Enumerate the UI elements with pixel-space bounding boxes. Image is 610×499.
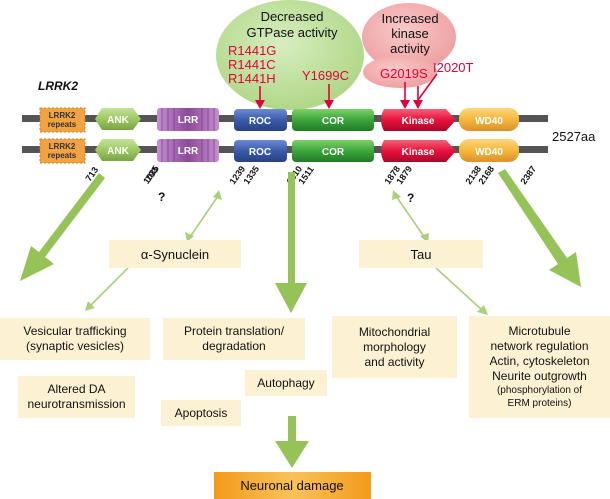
- lrr-stripes-1: [161, 108, 215, 131]
- kinase-bubble-bottom-shape: [363, 56, 437, 88]
- kinase-bubble-top-shape: [362, 3, 456, 71]
- kinase-bubble-line-1: Increased: [381, 11, 438, 26]
- cor-label-1: COR: [322, 116, 345, 127]
- repeats-label-2a: LRRK2: [49, 142, 76, 151]
- arrow-damage: [275, 416, 309, 468]
- pathway-arrows: [20, 169, 581, 468]
- da-line-1: Altered DA: [47, 382, 106, 396]
- thin-pathway-arrows: [85, 267, 488, 315]
- neuronal-damage-label: Neuronal damage: [240, 478, 343, 493]
- mito-line-3: and activity: [364, 354, 425, 369]
- ank-domain-1: [95, 108, 141, 130]
- kinase-label-1: Kinase: [402, 116, 435, 127]
- micro-line-2: network regulation: [490, 339, 589, 353]
- repeats-domain-1: [39, 107, 86, 133]
- mutation-cor: Y1699C: [302, 68, 349, 83]
- gtpase-bubble-shape: [216, 0, 364, 110]
- repeats-label-1a: LRRK2: [49, 111, 76, 120]
- ank-label-2: ANK: [107, 146, 129, 157]
- domain-row-2: LRRK2 repeats ANK LRR ROC COR Kinase WD4…: [39, 138, 519, 164]
- mutation-roc-2: R1441C: [228, 57, 276, 72]
- mutation-roc-3: R1441H: [228, 71, 276, 86]
- tau-label: Tau: [410, 246, 432, 262]
- apoptosis-label: Apoptosis: [174, 405, 228, 420]
- roc-domain-2: [234, 140, 287, 162]
- synuclein-label: α-Synuclein: [140, 246, 210, 262]
- lrr-stripes-2: [161, 139, 215, 162]
- arrow-right-big: [498, 169, 581, 287]
- protein-name: LRRK2: [38, 79, 78, 93]
- kinase-bubble-line-2: kinase: [391, 26, 429, 41]
- interaction-arrows: [185, 190, 429, 243]
- cor-label-2: COR: [322, 147, 345, 158]
- arrow-left-big: [20, 173, 105, 281]
- kinase-bubble-line-3: activity: [390, 41, 430, 56]
- roc-label-2: ROC: [249, 147, 271, 158]
- micro-line-3: Actin, cytoskeleton: [489, 354, 590, 368]
- autophagy-box: Autophagy: [245, 370, 327, 396]
- mutation-kinase-2: I2020T: [433, 60, 474, 75]
- vesicular-line-2: (synaptic vesicles): [25, 339, 125, 353]
- repeats-domain-2: [39, 138, 86, 164]
- repeats-label-1b: repeats: [48, 120, 77, 129]
- kinase-domain-2: [381, 140, 456, 162]
- lrr-domain-1: [157, 108, 219, 131]
- cor-domain-2: [292, 140, 374, 162]
- repeats-label-2b: repeats: [48, 151, 77, 160]
- mutation-arrows: [255, 73, 438, 109]
- neuronal-damage-box: [214, 472, 371, 499]
- roc-domain-1: [234, 109, 287, 131]
- protein-line-2: degradation: [202, 339, 266, 353]
- wd40-label-2: WD40: [475, 147, 503, 158]
- apoptosis-box: Apoptosis: [161, 400, 241, 426]
- ank-domain-2: [95, 139, 141, 161]
- vesicular-box: Vesicular trafficking (synaptic vesicles…: [0, 318, 150, 360]
- pos-1035: 1035: [141, 164, 161, 186]
- wd40-domain-2: [459, 139, 519, 162]
- lrr-label-2: LRR: [178, 146, 199, 157]
- mutation-kinase-1: G2019S: [380, 66, 428, 81]
- vesicular-line-1: Vesicular trafficking: [23, 324, 127, 338]
- domain-row-1: LRRK2 repeats ANK LRR ROC COR Kinase WD4…: [39, 107, 519, 133]
- wd40-domain-1: [459, 108, 519, 131]
- lrr-label-1: LRR: [178, 115, 199, 126]
- wd40-label-1: WD40: [475, 116, 503, 127]
- lrr-domain-2: [157, 139, 219, 162]
- synuclein-box: α-Synuclein: [109, 240, 241, 268]
- da-line-2: neurotransmission: [27, 397, 126, 411]
- question-mark-right: ?: [407, 191, 414, 205]
- micro-line-5: (phosphorylation of: [496, 385, 583, 396]
- arrow-center-big: [275, 172, 307, 313]
- micro-line-1: Microtubule: [508, 324, 571, 338]
- pos-2387: 2387: [518, 164, 538, 186]
- tau-box: Tau: [359, 240, 483, 268]
- da-box: Altered DA neurotransmission: [18, 376, 135, 418]
- position-labels: 713 793 1035 1239 1335 1510 1511 1878 18…: [83, 164, 538, 186]
- protein-box: Protein translation/ degradation: [163, 318, 305, 360]
- question-mark-left: ?: [158, 190, 165, 204]
- mutation-roc-1: R1441G: [228, 43, 276, 58]
- micro-line-6: ERM proteins): [507, 398, 572, 409]
- autophagy-label: Autophagy: [257, 375, 315, 390]
- length-label: 2527aa: [552, 129, 596, 144]
- gtpase-bubble-line-1: Decreased: [261, 9, 324, 24]
- gtpase-bubble-line-2: GTPase activity: [246, 25, 338, 40]
- kinase-domain-1: [381, 109, 456, 131]
- mito-line-1: Mitochondrial: [358, 324, 431, 339]
- mito-line-2: morphology: [363, 339, 426, 354]
- pos-1335: 1335: [241, 164, 261, 186]
- protein-line-1: Protein translation/: [183, 324, 285, 338]
- cor-domain-1: [292, 109, 374, 131]
- kinase-label-2: Kinase: [402, 147, 435, 158]
- micro-line-4: Neurite outgrowth: [492, 369, 587, 383]
- ank-label-1: ANK: [107, 115, 129, 126]
- mito-box: Mitochondrial morphology and activity: [332, 316, 457, 378]
- roc-label-1: ROC: [249, 116, 271, 127]
- microtubule-box: Microtubule network regulation Actin, cy…: [469, 316, 610, 418]
